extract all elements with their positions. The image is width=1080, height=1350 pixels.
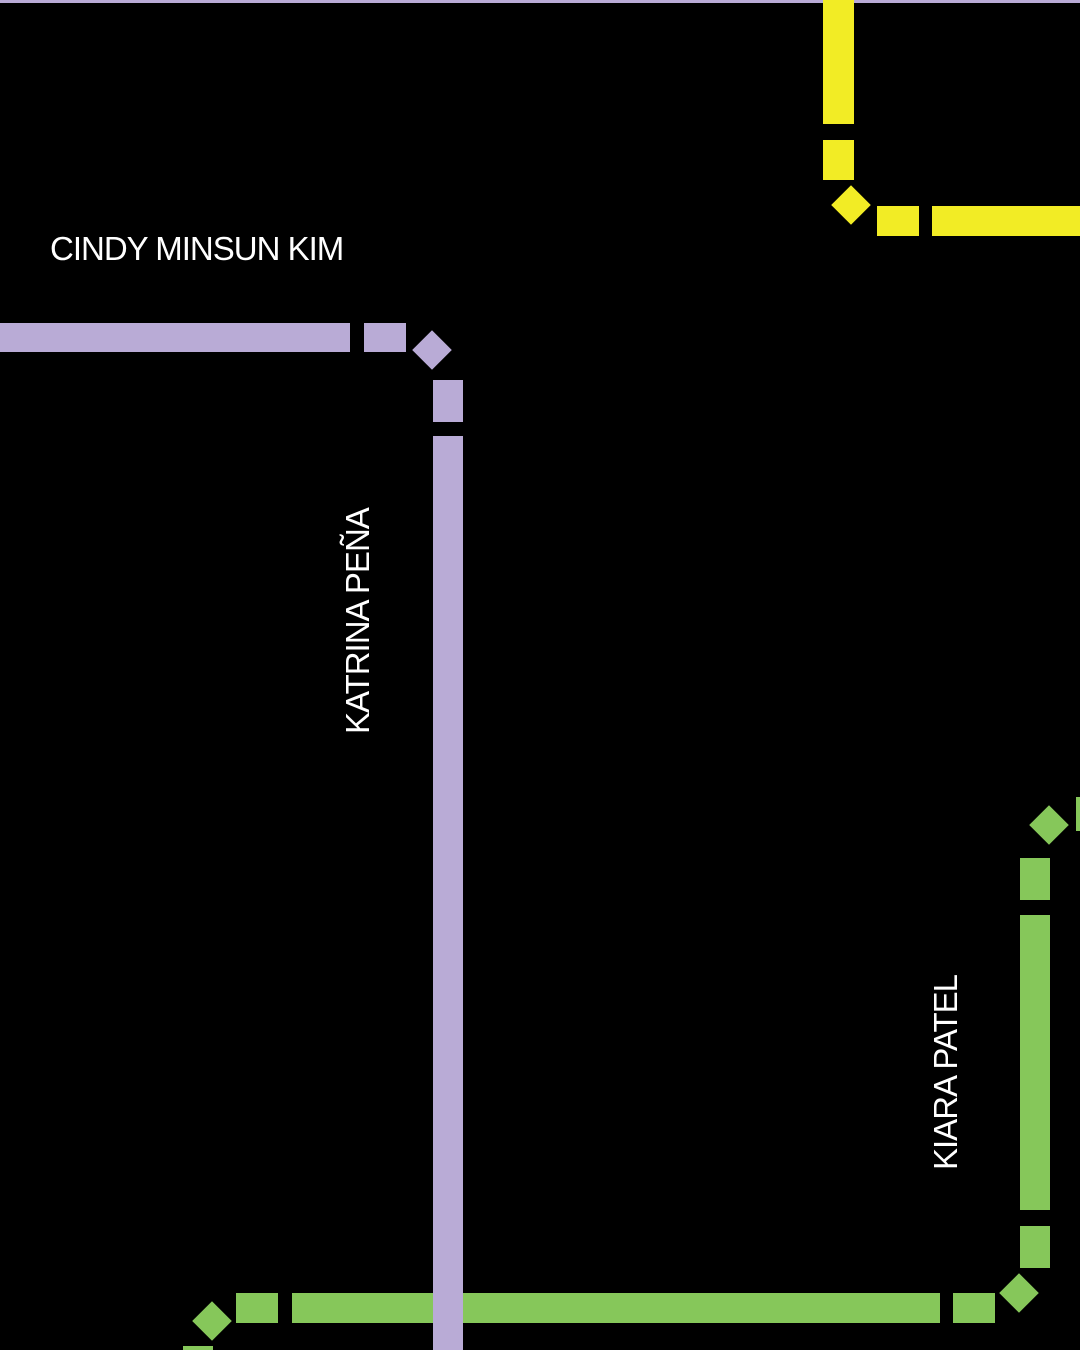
lavender-line-crossing — [433, 1290, 463, 1326]
lavender-line-horizontal-long — [0, 323, 350, 352]
lavender-line-vertical-short — [433, 380, 463, 422]
katrina-pena-label: KATRINA PEÑA — [339, 508, 376, 734]
yellow-line-corner-node — [831, 185, 871, 225]
green-line-horizontal-long — [292, 1293, 940, 1323]
green-line-horizontal-short-right — [953, 1293, 995, 1323]
lavender-line-horizontal-short — [364, 323, 406, 352]
kiara-patel-label: KIARA PATEL — [927, 974, 964, 1170]
green-line-horizontal-short-left — [236, 1293, 278, 1323]
green-line-vertical-long — [1020, 915, 1050, 1210]
cindy-minsun-kim-label: CINDY MINSUN KIM — [50, 230, 344, 267]
green-line-vertical-short — [1020, 858, 1050, 900]
green-line-end-node-top — [1029, 805, 1069, 845]
green-line-bottom-stub — [183, 1346, 213, 1350]
top-border-line — [0, 0, 1080, 3]
lavender-line-corner-node — [412, 330, 452, 370]
green-line-corner-node — [999, 1273, 1039, 1313]
green-line-vertical-short-lower — [1020, 1226, 1050, 1268]
yellow-line-vertical-long — [823, 0, 854, 124]
yellow-line-horizontal-long — [932, 206, 1080, 236]
yellow-line-horizontal-short — [877, 206, 919, 236]
lavender-line-vertical-long — [433, 436, 463, 1350]
green-line-edge-stub — [1076, 797, 1080, 831]
yellow-line-vertical-short — [823, 140, 854, 180]
green-line-end-node-left — [192, 1301, 232, 1341]
